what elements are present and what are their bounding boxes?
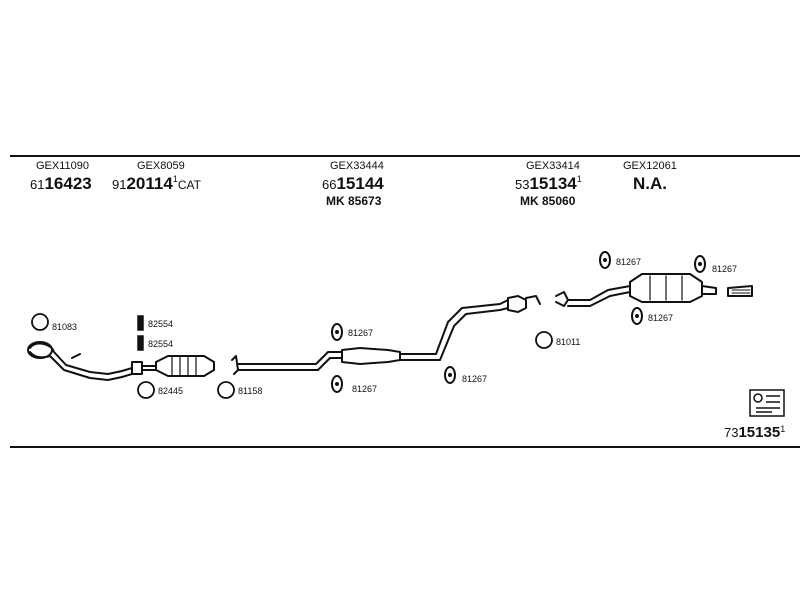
bottom-rule [10, 446, 800, 448]
hanger-81267-c [444, 366, 456, 384]
rear-pipe [555, 285, 631, 307]
part-prefix-4: 53 [515, 177, 530, 192]
gasket-81011 [535, 331, 553, 349]
gasket-82445 [137, 381, 155, 399]
label-81267-d[interactable]: 81267 [616, 257, 642, 267]
part-main-5: N.A. [633, 174, 667, 193]
cat-joint [131, 361, 143, 375]
part-main-3: 15144 [336, 174, 384, 193]
part-number-3[interactable]: 6615144 [322, 174, 384, 194]
gasket-81083 [31, 313, 49, 331]
mid-front-pipe [231, 355, 239, 375]
part-code-3: GEX33444 [330, 160, 384, 172]
front-flange [27, 341, 53, 359]
catalytic-converter [155, 355, 215, 377]
center-resonator [341, 347, 401, 365]
part-prefix-2: 91 [112, 177, 127, 192]
top-rule [10, 155, 800, 157]
label-82554-a[interactable]: 82554 [148, 319, 174, 329]
part-code-2: GEX8059 [137, 160, 185, 172]
kit-icon [749, 389, 785, 417]
part-suffix-2: 1 [172, 174, 178, 184]
part-main-2: 20114 [126, 174, 173, 193]
kit-number[interactable]: 73151351 [724, 424, 785, 442]
kit-prefix: 73 [724, 425, 739, 440]
rear-muffler [629, 273, 703, 303]
label-81267-c[interactable]: 81267 [462, 374, 488, 384]
clamp-82554-a [137, 315, 144, 331]
hanger-81267-d [599, 251, 611, 269]
kit-suffix: 1 [780, 424, 786, 434]
hanger-81267-f [631, 307, 643, 325]
part-mk-3: MK 85673 [326, 194, 382, 208]
part-code-4: GEX33414 [526, 160, 580, 172]
label-81267-a[interactable]: 81267 [348, 328, 374, 338]
part-main-1: 16423 [44, 174, 92, 193]
part-prefix-3: 66 [322, 177, 337, 192]
part-prefix-1: 61 [30, 177, 45, 192]
part-code-5: GEX12061 [623, 160, 677, 172]
hanger-81267-b [331, 375, 343, 393]
label-81267-b[interactable]: 81267 [352, 384, 378, 394]
label-81011[interactable]: 81011 [556, 337, 581, 347]
label-82554-b[interactable]: 82554 [148, 339, 174, 349]
tail-tip [727, 285, 753, 297]
part-extra-2: CAT [177, 178, 201, 192]
hanger-81267-a [331, 323, 343, 341]
label-81267-e[interactable]: 81267 [712, 264, 738, 274]
part-mk-4: MK 85060 [520, 194, 576, 208]
kit-main: 15135 [738, 424, 781, 441]
part-number-4[interactable]: 53151341 [515, 174, 582, 194]
part-number-1[interactable]: 6116423 [30, 174, 92, 194]
part-number-2[interactable]: 91201141CAT [112, 174, 201, 194]
front-pipe [29, 342, 133, 375]
hanger-81267-e [694, 255, 706, 273]
label-81158[interactable]: 81158 [238, 386, 263, 396]
label-81083[interactable]: 81083 [52, 322, 78, 332]
part-main-4: 15134 [529, 174, 577, 193]
part-suffix-4: 1 [576, 174, 582, 184]
clamp-82554-b [137, 335, 144, 351]
mid-flange [507, 295, 527, 313]
part-code-1: GEX11090 [36, 160, 90, 172]
part-number-5[interactable]: N.A. [633, 174, 667, 194]
gasket-81158 [217, 381, 235, 399]
label-81267-f[interactable]: 81267 [648, 313, 674, 323]
label-82445[interactable]: 82445 [158, 386, 184, 396]
